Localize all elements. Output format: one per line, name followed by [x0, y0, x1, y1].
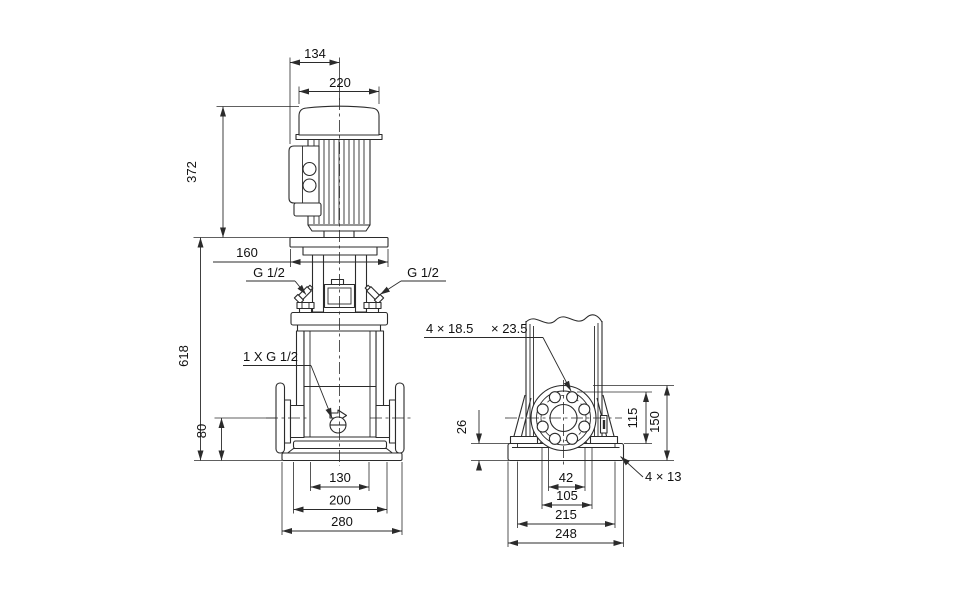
pump-foot [281, 440, 403, 462]
callout-g12-right: G 1/2 [379, 265, 446, 295]
dim-label-618: 618 [176, 345, 191, 367]
dim-label-80: 80 [194, 424, 209, 438]
dim-150: 150 [593, 385, 674, 461]
dim-label-g12-left: G 1/2 [253, 265, 285, 280]
flange-bolt-holes [536, 391, 591, 445]
terminal-box [288, 145, 322, 217]
hex-plug-right [363, 301, 382, 314]
dim-618: 618 [176, 237, 282, 461]
dim-280: 280 [281, 462, 403, 535]
motor-flange [289, 236, 389, 256]
cable-entry-hole [302, 161, 317, 177]
dim-label-115: 115 [625, 408, 640, 429]
dim-248: 248 [507, 461, 624, 547]
vent-plug-right [364, 284, 385, 305]
dim-label-248: 248 [555, 526, 577, 541]
dim-label-130: 130 [329, 470, 351, 485]
cable-entry-hole [302, 178, 317, 193]
dim-label-160: 160 [236, 245, 258, 260]
dim-label-105: 105 [556, 488, 578, 503]
callout-g12-left: G 1/2 [246, 265, 307, 295]
dim-label-215: 215 [555, 507, 577, 522]
vent-plug-left [293, 284, 314, 305]
dim-label-flange-holes-b: × 23.5 [491, 321, 528, 336]
dim-label-134: 134 [304, 46, 326, 61]
dim-label-26: 26 [454, 420, 469, 434]
dim-220: 220 [298, 75, 380, 104]
dim-26: 26 [454, 410, 509, 471]
dim-115: 115 [577, 391, 652, 444]
dim-label-150: 150 [647, 411, 662, 433]
hex-plug-left [296, 301, 315, 314]
dim-label-220: 220 [329, 75, 351, 90]
dim-label-372: 372 [184, 161, 199, 183]
dim-105: 105 [541, 447, 593, 509]
dim-label-280: 280 [331, 514, 353, 529]
drain-plug [329, 409, 348, 434]
front-view: 134 220 372 618 80 [176, 46, 446, 535]
centerlines-side [505, 380, 622, 466]
dim-372: 372 [184, 106, 299, 238]
dim-label-g12-right: G 1/2 [407, 265, 439, 280]
side-view: 4 × 18.5 × 23.5 26 115 150 4 × 13 [424, 314, 682, 547]
dim-80: 80 [194, 417, 276, 461]
dim-200: 200 [293, 462, 388, 514]
dim-160: 160 [213, 245, 389, 267]
dim-label-base-holes: 4 × 13 [645, 469, 682, 484]
dim-215: 215 [517, 461, 616, 528]
callout-base-holes: 4 × 13 [620, 456, 682, 484]
fan-cover [295, 105, 383, 141]
dim-42: 42 [548, 447, 586, 491]
dim-label-42: 42 [559, 470, 573, 485]
dim-130: 130 [310, 462, 370, 491]
dim-label-200: 200 [329, 493, 351, 508]
dim-label-flange-holes-a: 4 × 18.5 [426, 321, 473, 336]
dim-label-drain: 1 X G 1/2 [243, 349, 298, 364]
callout-flange-holes: 4 × 18.5 × 23.5 [424, 321, 572, 392]
callout-drain: 1 X G 1/2 [243, 349, 333, 419]
